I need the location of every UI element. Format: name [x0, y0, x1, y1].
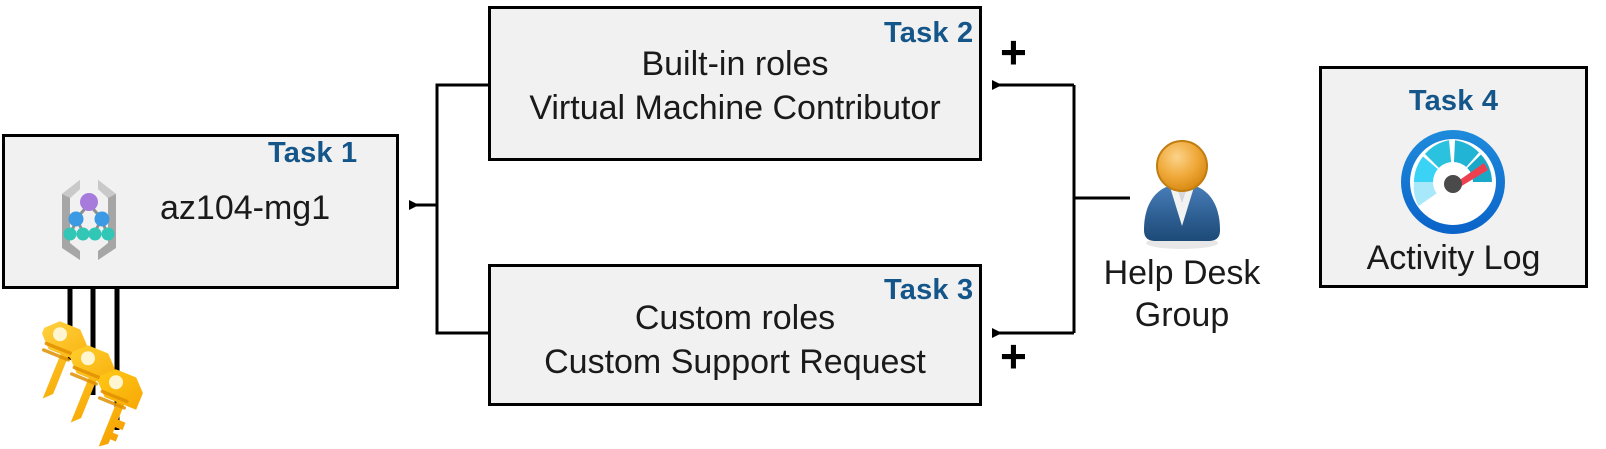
task2-line2: Virtual Machine Contributor	[529, 89, 941, 127]
task3-label: Task 3	[884, 274, 974, 306]
plus-operator-top: +	[1000, 26, 1027, 78]
gauge-icon	[1398, 127, 1508, 237]
task1-label: Task 1	[268, 137, 358, 169]
task3-line1: Custom roles	[634, 299, 836, 337]
task4-text: Activity Log	[1366, 239, 1541, 277]
actor-caption-line1: Help Desk	[1103, 254, 1261, 292]
task3-box[interactable]	[488, 264, 982, 406]
roles-to-mg-connector	[409, 83, 488, 335]
task2-label: Task 2	[884, 17, 974, 49]
task2-line1: Built-in roles	[641, 45, 829, 83]
user-group-icon	[1132, 140, 1232, 250]
task3-line2: Custom Support Request	[544, 343, 926, 381]
task2-box[interactable]	[488, 6, 982, 161]
task1-text: az104-mg1	[160, 189, 331, 227]
task4-label: Task 4	[1408, 85, 1499, 117]
keys-icon	[30, 310, 170, 449]
plus-operator-bottom: +	[1000, 330, 1027, 382]
actor-caption-line2: Group	[1134, 296, 1230, 334]
task1-box[interactable]	[2, 134, 399, 289]
management-group-icon	[48, 172, 130, 260]
